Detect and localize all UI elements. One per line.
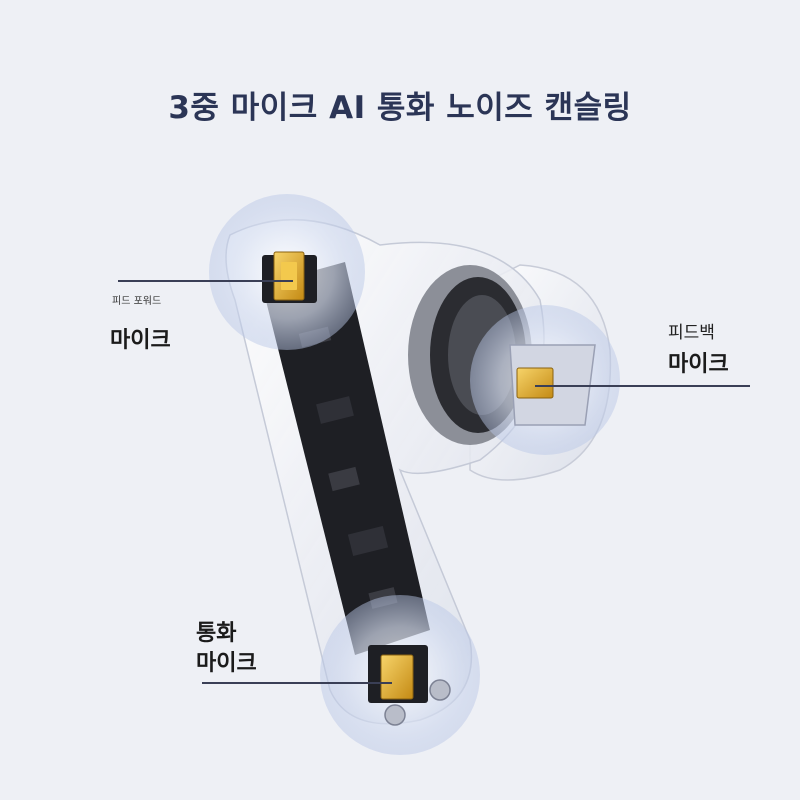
feedforward-mic-label: 마이크	[110, 328, 171, 353]
call-mic-module	[368, 645, 451, 726]
feedforward-mic-module	[262, 251, 317, 303]
feedback-label-line2: 마이크	[668, 352, 729, 377]
feedback-label-line1: 피드백	[668, 323, 715, 343]
call-leader-line	[202, 682, 392, 684]
call-label-line2: 마이크	[196, 651, 257, 676]
feedforward-leader-line	[118, 280, 293, 282]
call-label-line1: 통화	[196, 621, 237, 646]
feedforward-caption: 피드 포워드	[112, 296, 162, 307]
feedback-leader-line	[535, 385, 750, 387]
page-title: 3중 마이크 AI 통화 노이즈 캔슬링	[168, 90, 632, 126]
